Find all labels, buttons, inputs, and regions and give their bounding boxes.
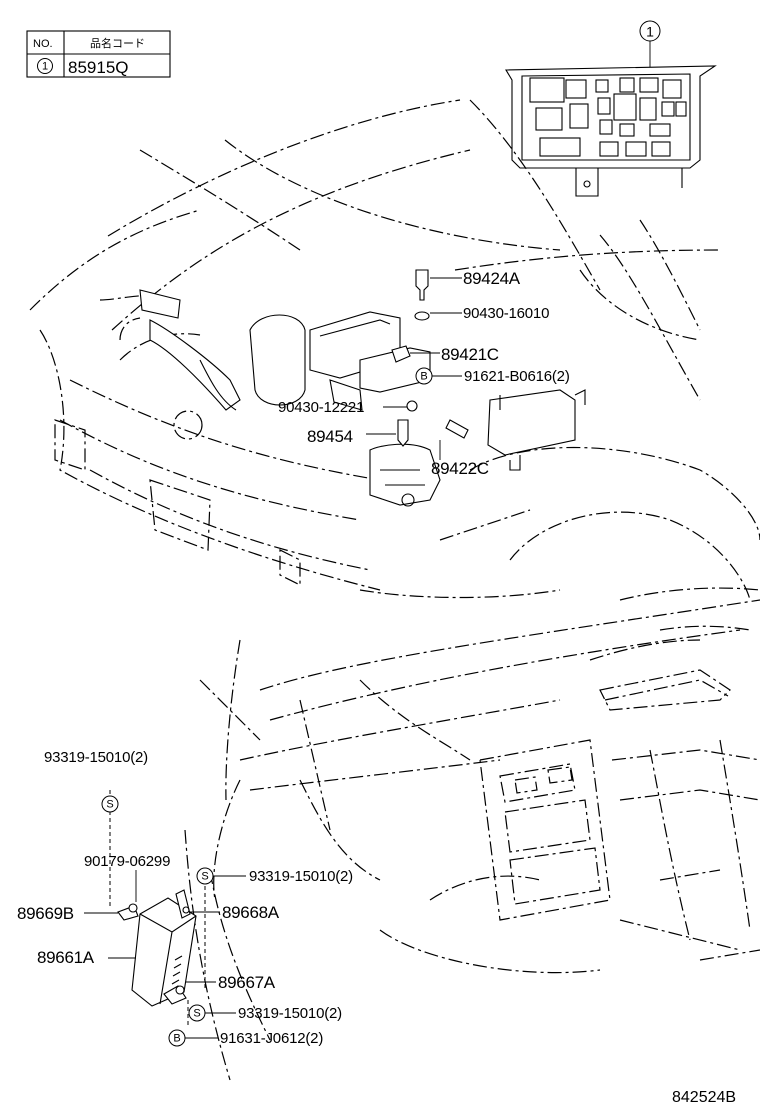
callout-number-1: 1: [646, 24, 654, 40]
illustration-reference-number: 842524B: [672, 1089, 736, 1106]
relay-block-drawing: 1: [505, 20, 717, 197]
control-unit-assembly: S S S B: [84, 790, 246, 1047]
table-row-code: 85915Q: [68, 58, 129, 77]
label-93319-15010-bottom: 93319-15010(2): [238, 1005, 342, 1022]
label-89668A: 89668A: [222, 903, 280, 922]
label-91621-B0616: 91621-B0616(2): [464, 368, 570, 385]
label-89422C: 89422C: [431, 459, 489, 478]
screw-s-symbol-2: S: [201, 871, 208, 883]
engine-bolt-b-symbol: B: [420, 371, 427, 383]
engine-bay-drawing: B: [29, 99, 760, 601]
label-89667A: 89667A: [218, 973, 276, 992]
table-row-number-circle: [37, 58, 53, 74]
label-90430-12221: 90430-12221: [278, 399, 364, 416]
part-code-table: NO. 品名コード 1 85915Q: [26, 30, 171, 78]
label-89454: 89454: [307, 427, 353, 446]
label-93319-15010-top: 93319-15010(2): [44, 749, 148, 766]
dashboard-drawing: [184, 587, 760, 1081]
table-header-code: 品名コード: [90, 36, 145, 50]
table-header-no: NO.: [33, 38, 53, 50]
screw-s-symbol-1: S: [106, 799, 113, 811]
table-row-number: 1: [42, 61, 48, 73]
engine-part-labels: 89424A 90430-16010 89421C 91621-B0616(2)…: [278, 269, 570, 478]
label-89421C: 89421C: [441, 345, 499, 364]
screw-s-symbol-3: S: [193, 1008, 200, 1020]
label-90179-06299: 90179-06299: [84, 853, 170, 870]
label-90430-16010: 90430-16010: [463, 305, 549, 322]
label-89661A: 89661A: [37, 948, 95, 967]
control-unit-labels: 93319-15010(2) 90179-06299 93319-15010(2…: [17, 749, 353, 1047]
label-89669B: 89669B: [17, 904, 74, 923]
label-93319-15010-mid: 93319-15010(2): [249, 868, 353, 885]
bolt-b-symbol: B: [173, 1033, 180, 1045]
label-91631-J0612: 91631-J0612(2): [220, 1030, 323, 1047]
label-89424A: 89424A: [463, 269, 521, 288]
